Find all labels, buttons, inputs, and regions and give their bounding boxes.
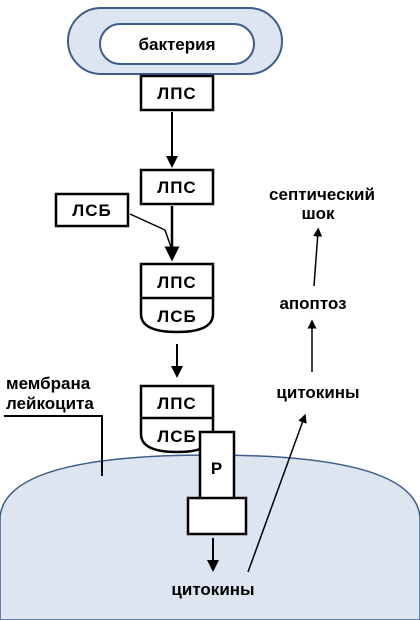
- receptor: Р: [198, 430, 236, 502]
- lsb-label-3: ЛСБ: [157, 307, 196, 326]
- lps-lsb-complex-2: ЛПС ЛСБ: [139, 384, 215, 454]
- receptor-label: Р: [211, 459, 223, 478]
- lps-lsb-complex-1: ЛПС ЛСБ: [139, 262, 215, 334]
- lps-label-4: ЛПС: [157, 394, 196, 413]
- receptor-intracellular-domain: [186, 496, 248, 536]
- apoptosis-label: апоптоз: [279, 294, 346, 313]
- lsb-free-box: ЛСБ: [54, 192, 130, 228]
- lps-box-2: ЛПС: [139, 168, 215, 206]
- arrow-to-septic-shock: [313, 227, 323, 287]
- lsb-join-line: [129, 213, 166, 231]
- lsb-label-4: ЛСБ: [157, 427, 196, 446]
- cytokines-bottom-label: цитокины: [171, 580, 254, 599]
- membrane-label-line2: лейкоцита: [6, 394, 94, 413]
- cytokines-right-label: цитокины: [276, 383, 359, 402]
- lps-label-1: ЛПС: [157, 84, 196, 103]
- lsb-join-line-2: [164, 229, 173, 251]
- septic-shock-label-line1: септический: [269, 185, 375, 204]
- septic-shock-label-line2: шок: [301, 204, 335, 223]
- lps-label-2: ЛПС: [157, 178, 196, 197]
- arrow-to-cytokines-right: [247, 413, 307, 573]
- lps-label-3: ЛПС: [157, 273, 196, 292]
- bacterium: бактерия: [67, 7, 283, 75]
- membrane-label-line1: мембрана: [6, 374, 91, 393]
- membrane-pointer-line: [4, 415, 103, 476]
- lps-box-1: ЛПС: [139, 74, 215, 112]
- bacteria-label: бактерия: [139, 35, 216, 54]
- lsb-free-label: ЛСБ: [72, 201, 111, 220]
